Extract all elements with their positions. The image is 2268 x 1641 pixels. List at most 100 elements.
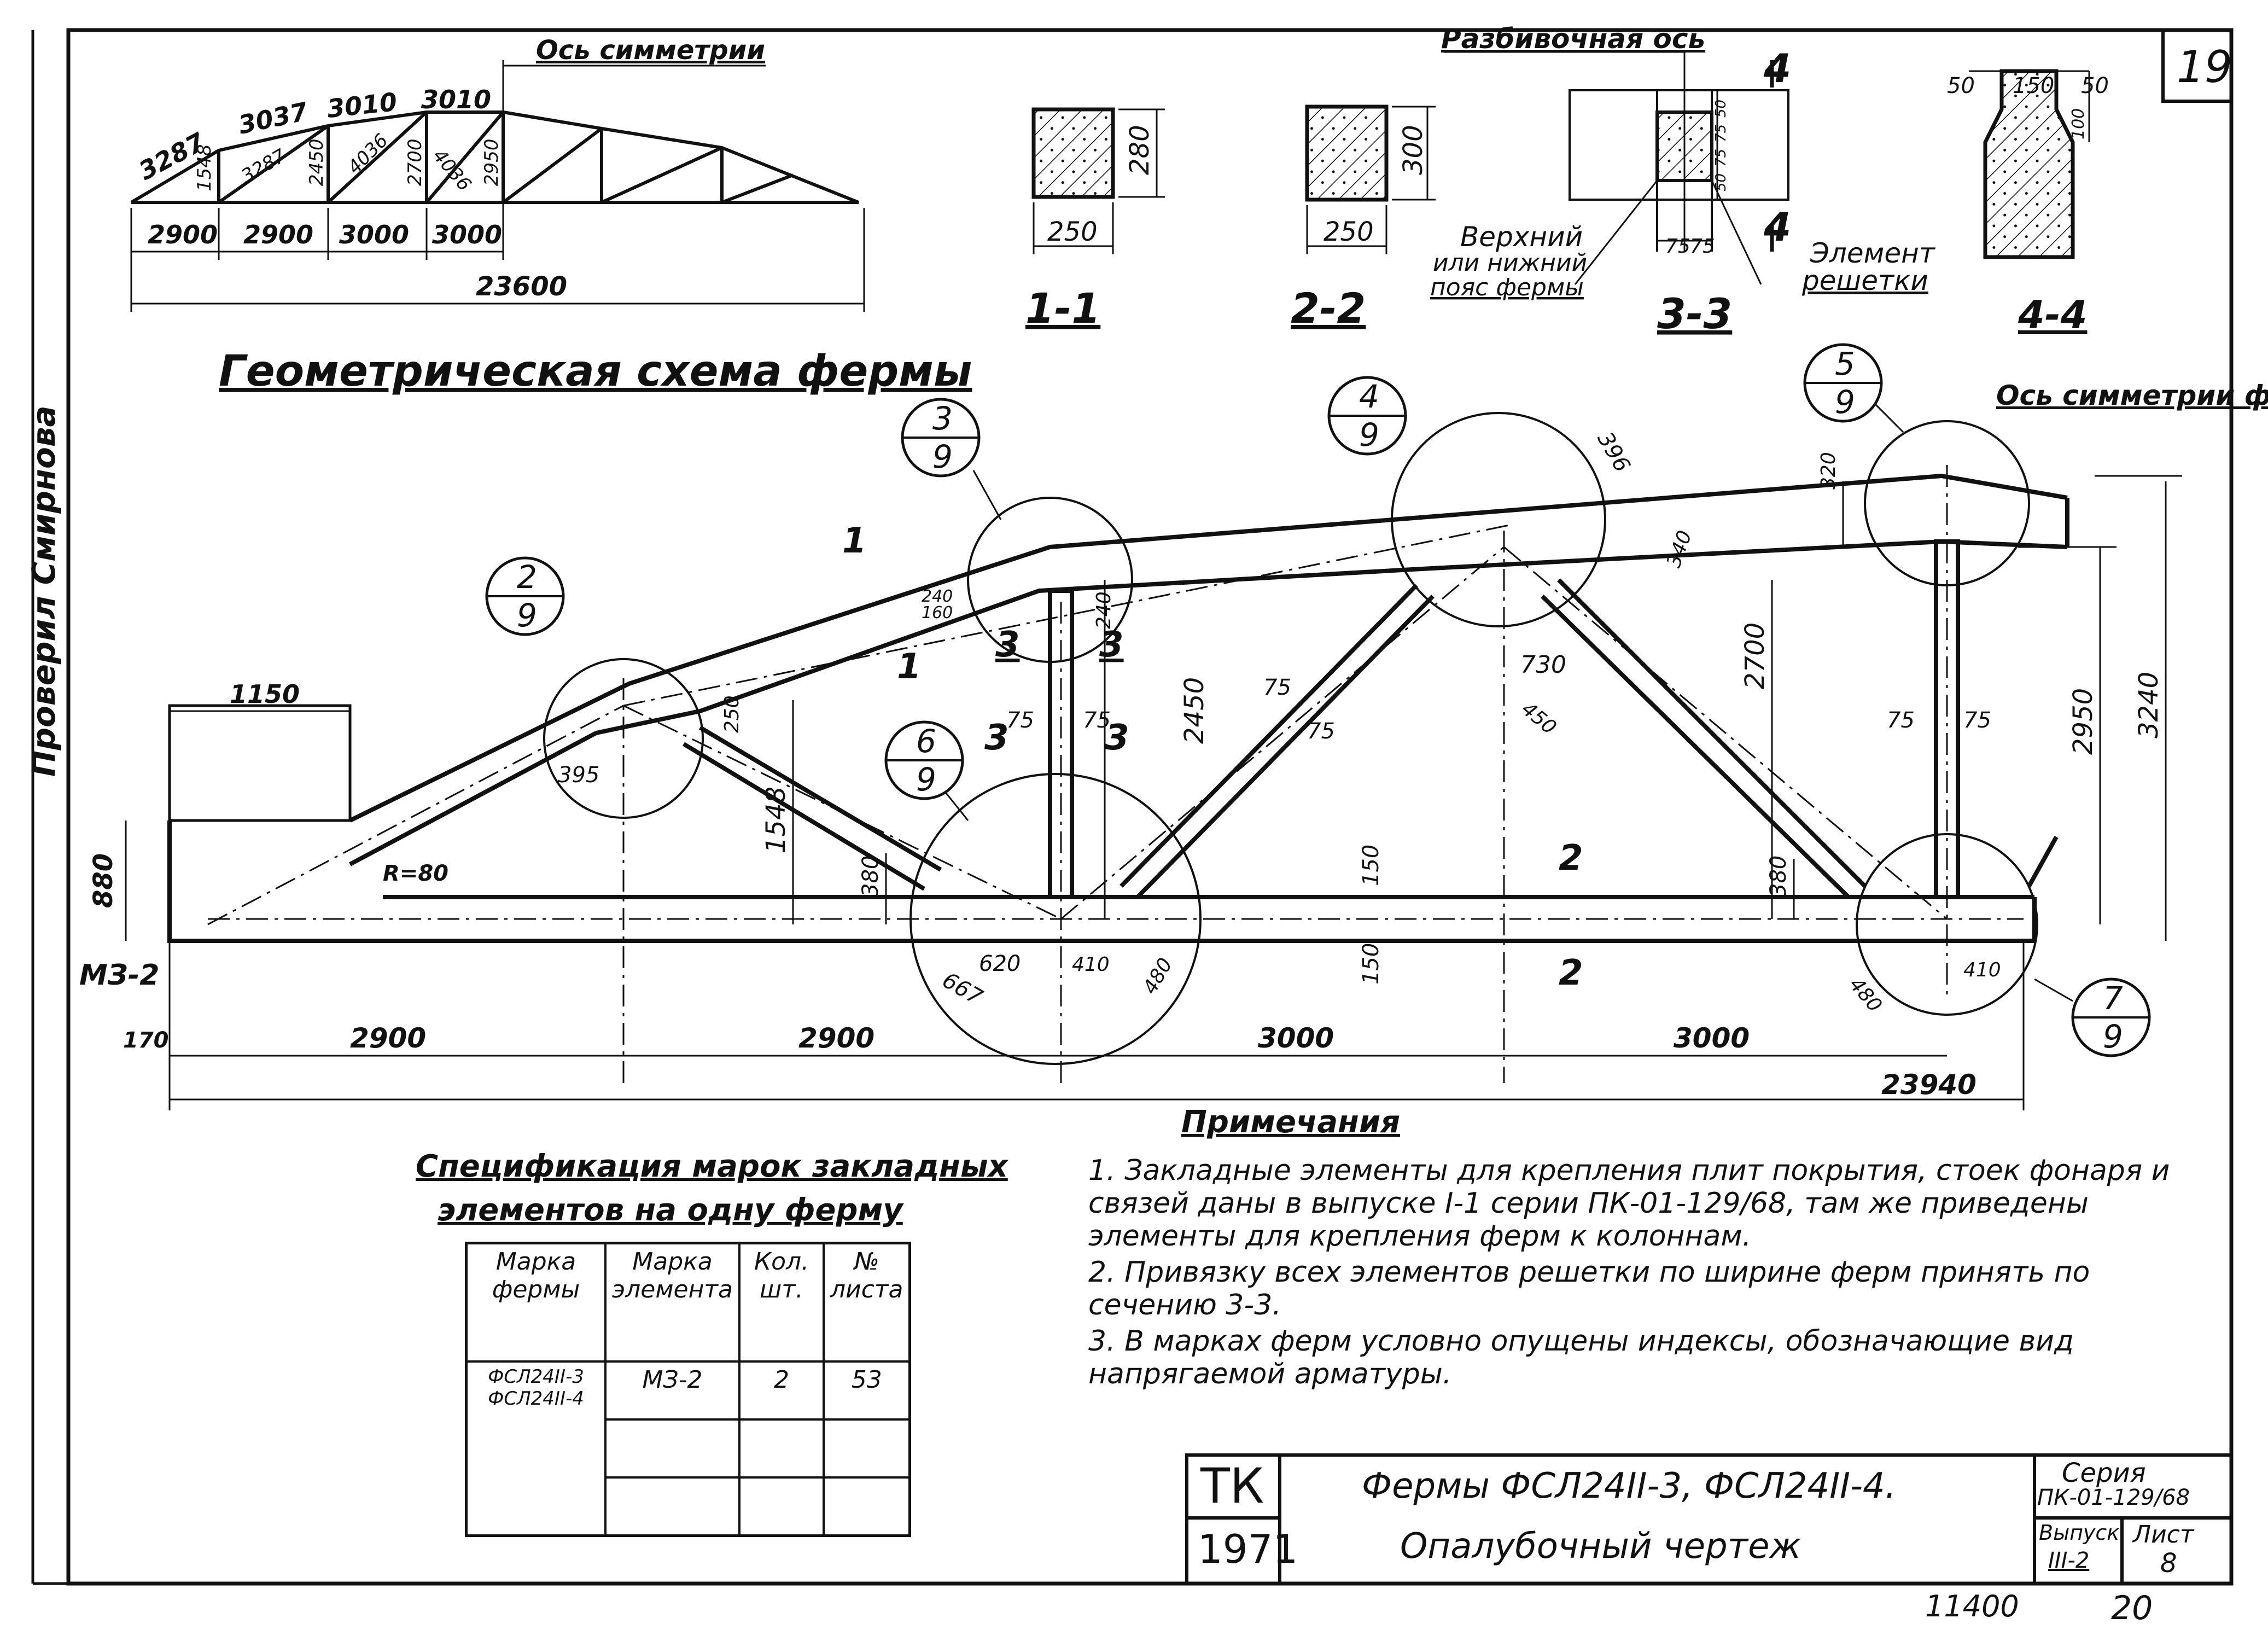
- svg-text:1548: 1548: [194, 144, 215, 191]
- section-2-2: 250 300 2-2: [1291, 104, 1436, 333]
- spec-cell-sheet: 53: [822, 1360, 911, 1421]
- svg-text:3: 3: [984, 718, 1009, 758]
- main-dimension-lines: [125, 475, 2182, 1110]
- note-element-3-3: Элемент: [1810, 237, 1936, 269]
- svg-text:2700: 2700: [1740, 622, 1770, 689]
- truss-outline: [167, 473, 2069, 943]
- note-chord-3-3: Верхний: [1460, 221, 1583, 253]
- title-block-series-value: ПК-01-129/68: [2037, 1485, 2190, 1510]
- svg-text:3: 3: [995, 625, 1020, 665]
- margin-stamp: Проверил Смирнова: [25, 405, 62, 777]
- svg-text:2900: 2900: [350, 1022, 426, 1054]
- svg-text:2900: 2900: [243, 220, 313, 249]
- scheme-symmetry-label: Ось симметрии: [536, 35, 765, 66]
- svg-text:480: 480: [1139, 954, 1177, 998]
- section-3-3: [1444, 51, 1789, 285]
- svg-text:880: 880: [88, 853, 119, 908]
- svg-text:410: 410: [1072, 953, 1110, 976]
- svg-text:150: 150: [1359, 943, 1384, 985]
- spec-header-cell: № листа: [822, 1242, 911, 1363]
- svg-text:2450: 2450: [306, 138, 328, 186]
- svg-text:396: 396: [1592, 428, 1635, 476]
- svg-text:3000: 3000: [1674, 1022, 1750, 1054]
- scheme-span: 23600: [476, 271, 567, 302]
- section-label-3-3: 3-3: [1657, 289, 1732, 338]
- svg-text:240: 240: [922, 587, 953, 606]
- svg-text:или нижний: или нижний: [1433, 249, 1587, 277]
- main-dimension-text: 1150 880 R=80 395 250 1548 380 240 160 2…: [88, 428, 2164, 1101]
- table-row: [467, 1418, 911, 1479]
- node-detail-circles: [543, 412, 2038, 1065]
- svg-text:4036: 4036: [343, 130, 392, 178]
- svg-text:280: 280: [1124, 125, 1155, 175]
- note-item: 2. Привязку всех элементов решетки по ши…: [1088, 1256, 2090, 1322]
- title-block-title1: Фермы ФСЛ24II-3, ФСЛ24II-4.: [1362, 1466, 1897, 1506]
- sheet-frame: [31, 28, 2234, 1586]
- title-block-issue-value: III-2: [2048, 1548, 2090, 1573]
- section-4-4: [1969, 69, 2090, 259]
- svg-text:620: 620: [979, 951, 1021, 976]
- svg-text:4: 4: [1763, 45, 1791, 91]
- svg-text:75: 75: [1307, 719, 1335, 744]
- callout-7-9: 7 9: [2034, 977, 2151, 1057]
- svg-text:75: 75: [1006, 708, 1034, 733]
- svg-text:75: 75: [1263, 675, 1291, 700]
- axis-label-3-3: Разбивочная ось: [1441, 23, 1705, 55]
- spec-cell-element: МЗ-2: [604, 1360, 741, 1421]
- svg-text:3240: 3240: [2133, 672, 2164, 738]
- spec-table: Марка фермы Марка элемента Кол. шт. № ли…: [465, 1242, 912, 1537]
- title-block-org: ТК: [1200, 1458, 1264, 1514]
- table-row: [467, 1476, 911, 1537]
- sheet-number: 19: [2177, 42, 2232, 92]
- svg-text:9: 9: [1359, 416, 1379, 453]
- spec-title-line2: элементов на одну ферму: [438, 1192, 903, 1228]
- spec-title-line1: Спецификация марок закладных: [416, 1149, 1008, 1184]
- svg-text:75: 75: [1083, 708, 1111, 733]
- spec-header-row: Марка фермы Марка элемента Кол. шт. № ли…: [465, 1242, 911, 1363]
- spec-cell-mark: ФСЛ24II-3 ФСЛ24II-4: [465, 1360, 607, 1537]
- svg-text:50: 50: [2081, 73, 2109, 98]
- svg-text:3: 3: [1105, 718, 1129, 758]
- svg-text:6: 6: [916, 723, 936, 760]
- table-row: ФСЛ24II-3 ФСЛ24II-4 МЗ-2 2 53: [465, 1360, 911, 1537]
- spec-cell-qty: 2: [738, 1360, 825, 1421]
- callout-2-9: 2 9: [485, 556, 565, 636]
- svg-text:3010: 3010: [326, 87, 399, 124]
- svg-text:9: 9: [517, 597, 537, 634]
- svg-text:9: 9: [1835, 383, 1855, 421]
- title-block-title2: Опалубочный чертеж: [1400, 1526, 1801, 1567]
- svg-text:340: 340: [1663, 527, 1696, 571]
- callout-6-9: 6 9: [884, 720, 969, 821]
- spec-header-cell: Марка элемента: [604, 1242, 741, 1363]
- svg-text:2: 2: [1559, 953, 1583, 993]
- svg-text:5: 5: [1835, 345, 1855, 382]
- svg-text:3010: 3010: [421, 85, 491, 114]
- svg-text:3000: 3000: [432, 220, 502, 249]
- title-block-series-label: Серия: [2062, 1458, 2146, 1488]
- svg-text:75: 75: [1713, 149, 1729, 167]
- svg-text:250: 250: [1324, 217, 1374, 247]
- svg-text:380: 380: [1766, 856, 1791, 897]
- svg-text:75: 75: [1963, 708, 1991, 733]
- svg-text:9: 9: [916, 761, 936, 798]
- svg-text:100: 100: [2069, 108, 2088, 139]
- svg-text:395: 395: [558, 763, 599, 788]
- svg-text:1150: 1150: [230, 679, 300, 709]
- svg-text:23940: 23940: [1881, 1069, 1977, 1101]
- notes-heading: Примечания: [1181, 1104, 1400, 1140]
- svg-text:150: 150: [2013, 73, 2054, 98]
- svg-text:50: 50: [1947, 73, 1975, 98]
- note-item: 1. Закладные элементы для крепления плит…: [1088, 1154, 2170, 1253]
- svg-text:150: 150: [1359, 845, 1384, 886]
- section-cut-marks: 1 1 2 2 3 3 3 3: [842, 521, 1583, 993]
- svg-text:250: 250: [721, 695, 743, 733]
- title-block-year: 1971: [1198, 1526, 1298, 1572]
- svg-text:75: 75: [1713, 124, 1729, 142]
- section-label-1-1: 1-1: [1025, 284, 1100, 333]
- svg-text:250: 250: [1047, 217, 1098, 247]
- svg-text:3: 3: [1099, 625, 1124, 665]
- svg-text:9: 9: [932, 438, 953, 475]
- svg-text:240: 240: [1093, 591, 1115, 629]
- geometric-scheme: [130, 60, 865, 312]
